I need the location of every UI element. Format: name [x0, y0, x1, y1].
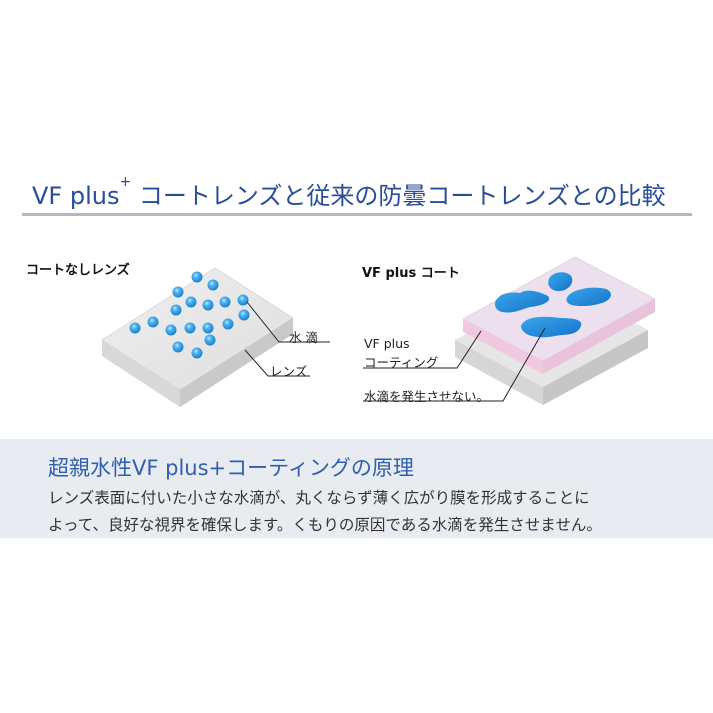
water-droplets [129, 271, 250, 359]
no-droplet-leader-line [363, 327, 546, 402]
title-text: コートレンズと従来の防曇コートレンズとの比較 [131, 182, 666, 210]
title-divider [22, 213, 692, 216]
coating-leader-line [363, 330, 482, 369]
explanation-panel [0, 439, 713, 538]
lens-leader-line [244, 349, 310, 377]
droplet-label: 水 滴 [289, 330, 318, 345]
uncoated-lens-title: コートなしレンズ [26, 263, 130, 278]
vf-plus-coat-title: VF plus コート [362, 266, 460, 281]
explanation-line-2: よって、良好な視界を確保します。くもりの原因である水滴を発生させません。 [48, 516, 602, 534]
title-brand: VF plus [32, 182, 120, 210]
explanation-line-1: レンズ表面に付いた小さな水滴が、丸くならず薄く広がり膜を形成することに [48, 489, 590, 507]
coating-label-line2: コーティング [364, 355, 439, 370]
coating-label-line1: VF plus [364, 336, 410, 351]
uncoated-lens [101, 267, 294, 407]
lens-label: レンズ [270, 364, 308, 379]
no-droplet-label: 水滴を発生させない。 [364, 389, 490, 404]
title-superscript: + [119, 174, 132, 190]
water-film [494, 272, 611, 338]
droplet-leader-line [246, 301, 330, 343]
page-title: VF plus+ コートレンズと従来の防曇コートレンズとの比較 [32, 174, 666, 211]
explanation-heading: 超親水性VF plus+コーティングの原理 [48, 456, 414, 480]
